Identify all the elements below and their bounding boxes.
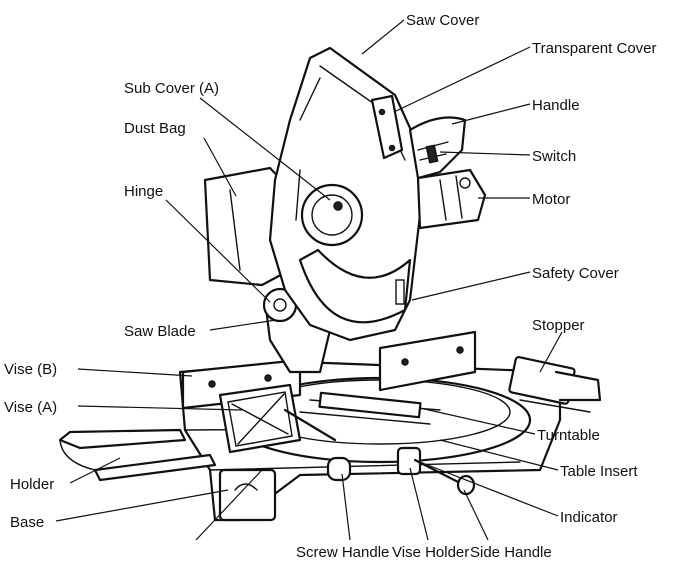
label-sub-cover-a: Sub Cover (A) <box>124 80 219 97</box>
label-motor: Motor <box>532 191 570 208</box>
label-table-insert: Table Insert <box>560 463 638 480</box>
label-handle: Handle <box>532 97 580 114</box>
label-vise-holder: Vise Holder <box>392 544 469 561</box>
label-screw-handle: Screw Handle <box>296 544 389 561</box>
holder-shape <box>58 428 217 482</box>
sub-cover-shape <box>300 183 364 247</box>
part-labels: Saw Cover Transparent Cover Sub Cover (A… <box>4 12 657 561</box>
label-saw-blade: Saw Blade <box>124 323 196 340</box>
handle-switch-shape <box>408 116 467 180</box>
label-turntable: Turntable <box>537 427 600 444</box>
label-dust-bag: Dust Bag <box>124 120 186 137</box>
label-base: Base <box>10 514 44 531</box>
label-vise-b: Vise (B) <box>4 361 57 378</box>
label-holder: Holder <box>10 476 54 493</box>
label-safety-cover: Safety Cover <box>532 265 619 282</box>
vise-b-shape <box>181 330 477 410</box>
front-handles <box>326 446 476 496</box>
label-side-handle: Side Handle <box>470 544 552 561</box>
label-hinge: Hinge <box>124 183 163 200</box>
label-vise-a: Vise (A) <box>4 399 57 416</box>
stopper-shape <box>508 356 602 413</box>
label-saw-cover: Saw Cover <box>406 12 479 29</box>
label-indicator: Indicator <box>560 509 618 526</box>
miter-saw-illustration <box>58 46 602 522</box>
label-switch: Switch <box>532 148 576 165</box>
vise-a-shape <box>218 383 337 454</box>
safety-cover-shape <box>298 248 412 324</box>
label-stopper: Stopper <box>532 317 585 334</box>
label-transparent-cover: Transparent Cover <box>532 40 657 57</box>
motor-shape <box>416 168 487 230</box>
leader-lines <box>55 19 563 541</box>
